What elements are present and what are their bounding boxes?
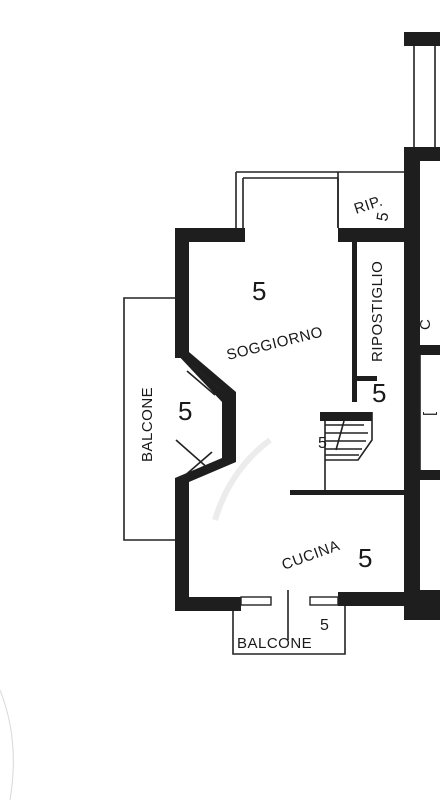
cucina-label: CUCINA	[280, 537, 343, 574]
bay-window	[186, 364, 221, 396]
balcone-bottom-outline	[232, 590, 346, 655]
right-edge-fragment-mid: [	[421, 411, 438, 416]
cucina-number: 5	[358, 543, 372, 573]
balcone-bottom-number: 5	[320, 617, 329, 634]
soggiorno-label: SOGGIORNO	[225, 324, 325, 364]
neighbor-structure	[404, 32, 440, 620]
exterior-walls	[175, 228, 440, 620]
balcone-left-number: 5	[178, 396, 192, 426]
stair	[320, 412, 373, 461]
background-texture	[0, 437, 272, 800]
right-edge-fragment-upper: C	[417, 319, 434, 330]
door-mark	[175, 439, 213, 479]
balcone-left-outline	[123, 297, 175, 541]
balcone-bottom-label: BALCONE	[237, 635, 312, 652]
ripostiglio-number: 5	[372, 378, 386, 408]
ripostiglio-label: RIPOSTIGLIO	[369, 261, 386, 362]
stair-marker: 5	[318, 435, 327, 452]
soggiorno-number: 5	[252, 276, 266, 306]
rip-number: 5	[374, 211, 392, 223]
balcone-left-label: BALCONE	[139, 387, 156, 462]
